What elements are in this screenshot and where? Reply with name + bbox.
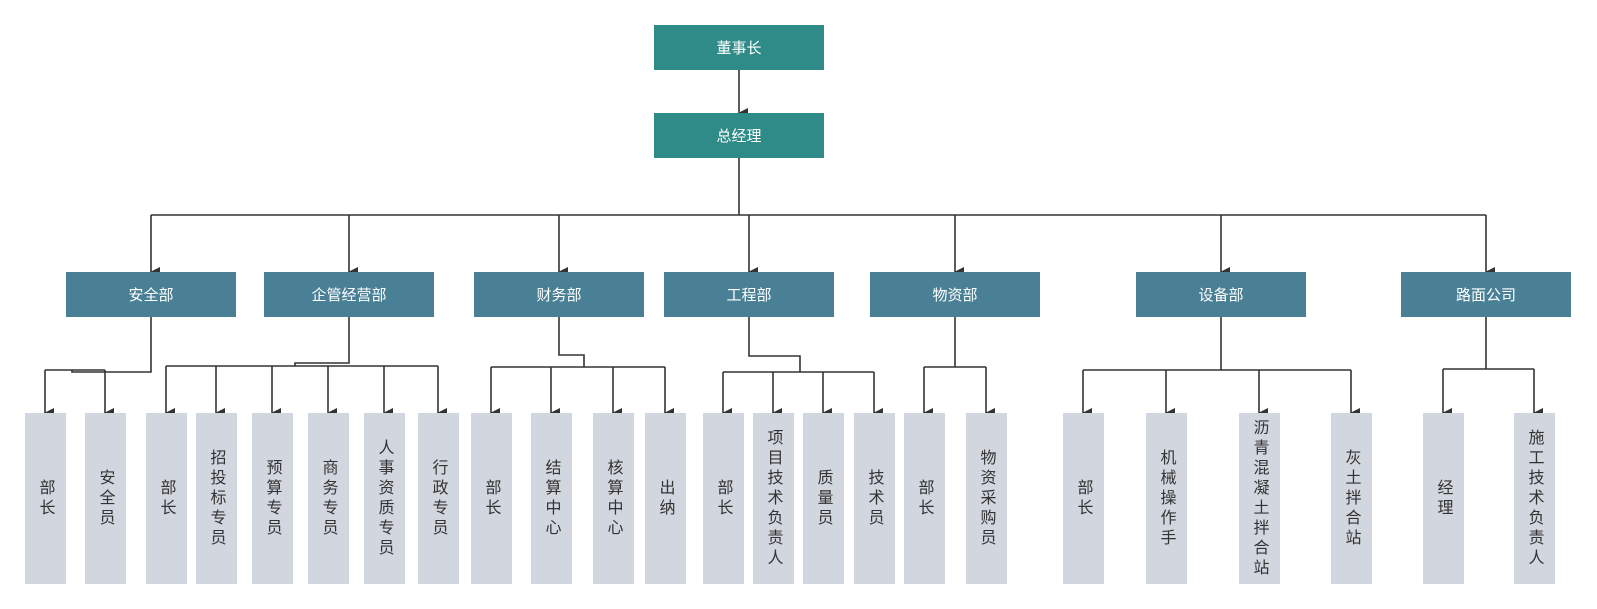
dept-engineering: 工程部	[664, 272, 834, 317]
leaf-label: 项目技术负责人	[764, 428, 784, 569]
leaf-node: 预算专员	[252, 413, 293, 584]
leaf-label: 施工技术负责人	[1525, 428, 1545, 569]
dept-materials: 物资部	[870, 272, 1040, 317]
leaf-node: 人事资质专员	[364, 413, 405, 584]
leaf-label: 人事资质专员	[375, 438, 395, 559]
dept-pavement-company: 路面公司	[1401, 272, 1571, 317]
leaf-node: 结算中心	[531, 413, 572, 584]
leaf-node: 行政专员	[418, 413, 459, 584]
leaf-node: 商务专员	[308, 413, 349, 584]
leaf-label: 结算中心	[542, 458, 562, 539]
leaf-label: 预算专员	[263, 458, 283, 539]
general-manager-label: 总经理	[716, 127, 762, 145]
leaf-label: 经理	[1434, 478, 1454, 519]
dept-label: 设备部	[1198, 286, 1244, 304]
leaf-label: 部长	[915, 478, 935, 519]
leaf-label: 行政专员	[429, 458, 449, 539]
leaf-label: 部长	[36, 478, 56, 519]
leaf-node: 部长	[471, 413, 512, 584]
dept-label: 工程部	[726, 286, 772, 304]
dept-label: 财务部	[536, 286, 582, 304]
leaf-node: 沥青混凝土拌合站	[1239, 413, 1280, 584]
leaf-node: 经理	[1423, 413, 1464, 584]
leaf-node: 核算中心	[593, 413, 634, 584]
dept-equipment: 设备部	[1136, 272, 1306, 317]
leaf-node: 机械操作手	[1146, 413, 1187, 584]
dept-safety: 安全部	[66, 272, 236, 317]
leaf-node: 部长	[703, 413, 744, 584]
leaf-label: 部长	[714, 478, 734, 519]
leaf-label: 技术员	[865, 468, 885, 529]
connector-line	[558, 317, 585, 367]
leaf-node: 部长	[1063, 413, 1104, 584]
connector-line	[71, 317, 152, 373]
dept-label: 路面公司	[1455, 286, 1516, 304]
leaf-label: 沥青混凝土拌合站	[1250, 418, 1270, 579]
dept-label: 企管经营部	[311, 286, 387, 304]
leaf-node: 技术员	[854, 413, 895, 584]
dept-label: 安全部	[128, 286, 174, 304]
leaf-node: 项目技术负责人	[753, 413, 794, 584]
leaf-label: 商务专员	[319, 458, 339, 539]
leaf-label: 部长	[1074, 478, 1094, 519]
leaf-node: 物资采购员	[966, 413, 1007, 584]
leaf-node: 招投标专员	[196, 413, 237, 584]
general-manager-node: 总经理	[654, 113, 824, 158]
leaf-label: 部长	[482, 478, 502, 519]
leaf-label: 物资采购员	[977, 448, 997, 549]
dept-enterprise-management: 企管经营部	[264, 272, 434, 317]
leaf-label: 出纳	[656, 478, 676, 519]
leaf-label: 安全员	[96, 468, 116, 529]
connector-line	[294, 317, 350, 366]
chairman-node: 董事长	[654, 25, 824, 70]
leaf-label: 核算中心	[604, 458, 624, 539]
leaf-label: 部长	[157, 478, 177, 519]
leaf-node: 灰土拌合站	[1331, 413, 1372, 584]
connector-line	[748, 317, 801, 372]
leaf-node: 部长	[25, 413, 66, 584]
leaf-node: 质量员	[803, 413, 844, 584]
leaf-node: 部长	[904, 413, 945, 584]
leaf-node: 安全员	[85, 413, 126, 584]
leaf-node: 出纳	[645, 413, 686, 584]
dept-finance: 财务部	[474, 272, 644, 317]
leaf-label: 招投标专员	[207, 448, 227, 549]
chairman-label: 董事长	[716, 39, 762, 57]
leaf-label: 质量员	[814, 468, 834, 529]
leaf-label: 机械操作手	[1157, 448, 1177, 549]
dept-label: 物资部	[932, 286, 978, 304]
leaf-node: 施工技术负责人	[1514, 413, 1555, 584]
leaf-label: 灰土拌合站	[1342, 448, 1362, 549]
leaf-node: 部长	[146, 413, 187, 584]
